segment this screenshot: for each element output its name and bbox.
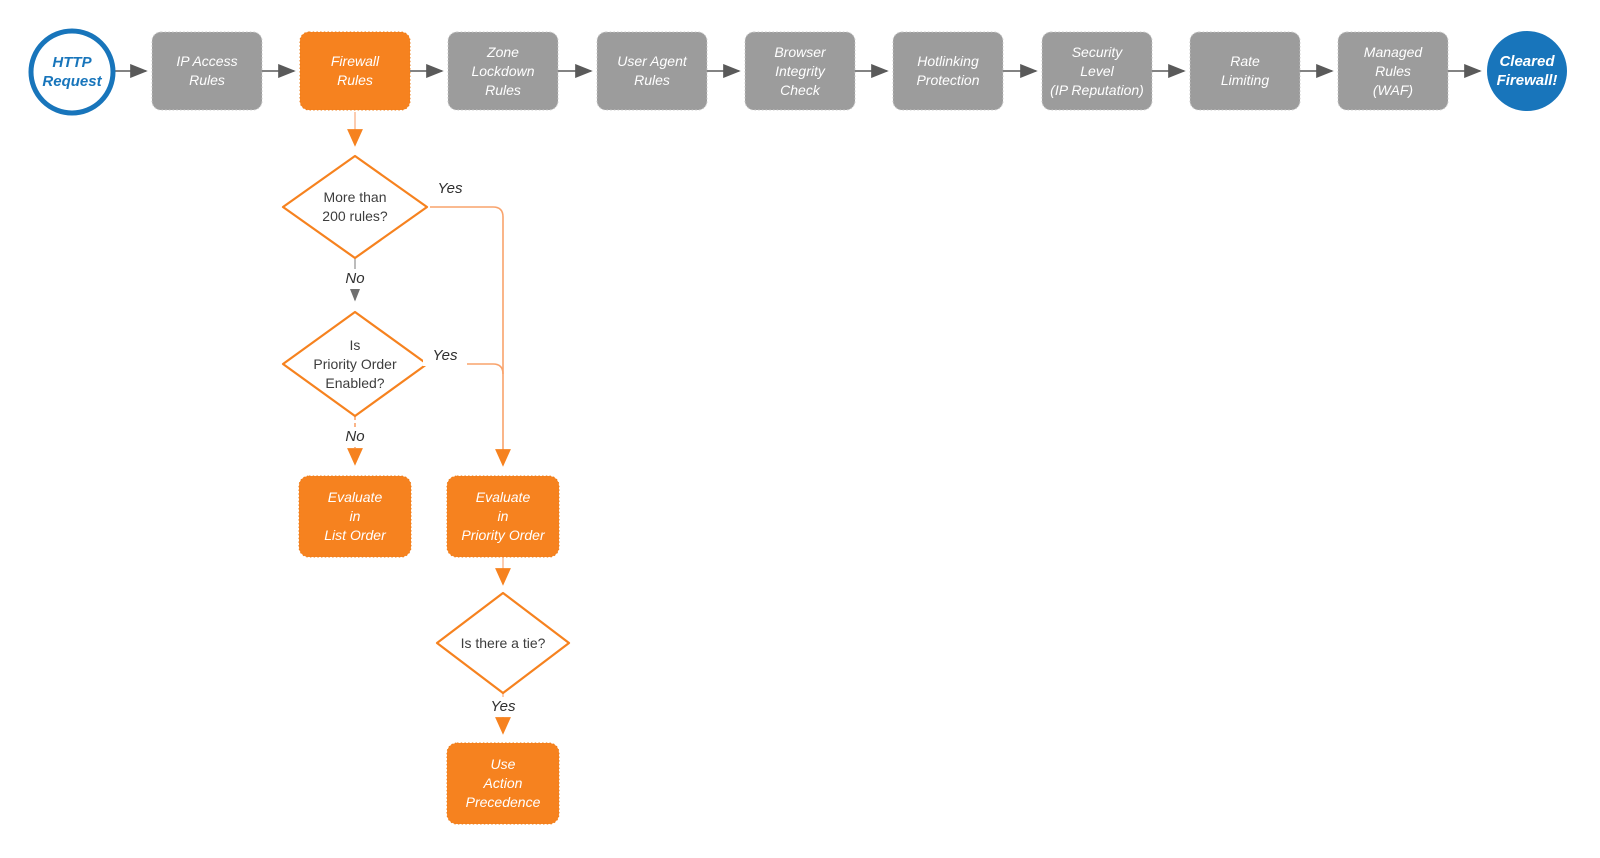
stage-node-user-agent-rules: [596, 31, 708, 111]
edge-decision2-yes: [427, 363, 504, 375]
outcome-boxes: [298, 475, 560, 825]
decision-node-more-than-200-rules: [281, 154, 429, 260]
stage-node-rate-limiting: [1189, 31, 1301, 111]
decision-diamonds: [281, 154, 571, 695]
start-node-http-request: [28, 28, 116, 116]
stage-node-managed-rules-waf: [1337, 31, 1449, 111]
decision-node-is-there-a-tie: [435, 591, 571, 695]
edge-decision1-yes: [430, 206, 511, 467]
stage-node-hotlinking-protection: [892, 31, 1004, 111]
outcome-node-evaluate-priority-order: [446, 475, 560, 558]
stage-node-ip-access-rules: [151, 31, 263, 111]
outcome-node-evaluate-list-order: [298, 475, 412, 558]
stage-node-browser-integrity-check: [744, 31, 856, 111]
outcome-node-use-action-precedence: [446, 742, 560, 825]
end-node-cleared-firewall: [1487, 31, 1567, 111]
decision-node-priority-order-enabled: [281, 310, 429, 418]
pipeline-stages: [151, 31, 1449, 111]
stage-node-security-level: [1041, 31, 1153, 111]
stage-node-firewall-rules: [299, 31, 411, 111]
stage-node-zone-lockdown-rules: [447, 31, 559, 111]
